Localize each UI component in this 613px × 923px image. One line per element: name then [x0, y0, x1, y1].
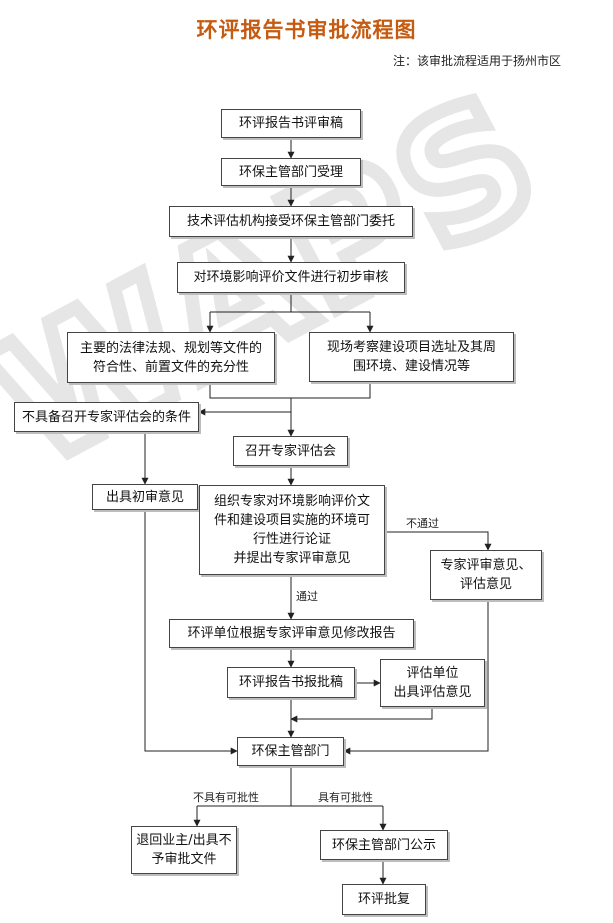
arrow-initial-authority — [144, 510, 238, 755]
node-authority: 环保主管部门 — [237, 737, 344, 766]
node-prelim: 对环境影响评价文件进行初步审核 — [177, 262, 405, 293]
arrow-expert-authority — [343, 600, 489, 755]
label-not-pass: 不通过 — [406, 517, 439, 530]
node-lack: 不具备召开专家评估会的条件 — [14, 402, 199, 432]
node-meeting: 召开专家评估会 — [233, 436, 348, 466]
label-approvable: 具有可批性 — [318, 791, 373, 804]
node-revise: 环评单位根据专家评审意见修改报告 — [169, 619, 414, 648]
node-initial-opinion: 出具初审意见 — [92, 484, 198, 510]
node-approve: 环评批复 — [342, 884, 426, 915]
join-compliance — [209, 382, 371, 399]
node-site: 现场考察建设项目选址及其周 围环境、建设情况等 — [309, 332, 514, 382]
node-draft: 环评报告书评审稿 — [221, 109, 361, 138]
arrow-assess-return — [290, 707, 433, 723]
node-review: 组织专家对环境影响评价文 件和建设项目实施的环境可 行性进行论证 并提出专家评审… — [199, 485, 385, 575]
node-expert-opinion: 专家评审意见、 评估意见 — [430, 550, 542, 600]
node-reject: 退回业主/出具不 予审批文件 — [131, 826, 237, 874]
node-publicize: 环保主管部门公示 — [320, 830, 448, 860]
label-pass: 通过 — [296, 590, 318, 603]
scope-note: 注：该审批流程适用于扬州市区 — [392, 54, 561, 68]
arrow-review-fail — [385, 531, 492, 551]
node-compliance: 主要的法律法规、规划等文件的 符合性、前置文件的充分性 — [67, 332, 275, 383]
node-entrust: 技术评估机构接受环保主管部门委托 — [169, 206, 413, 237]
page-title: 环评报告书审批流程图 — [196, 18, 417, 42]
node-submit: 环评报告书报批稿 — [227, 667, 355, 698]
node-assess-unit: 评估单位 出具评估意见 — [380, 659, 485, 707]
node-accept: 环保主管部门受理 — [221, 158, 361, 186]
label-no-approval: 不具有可批性 — [193, 791, 259, 804]
